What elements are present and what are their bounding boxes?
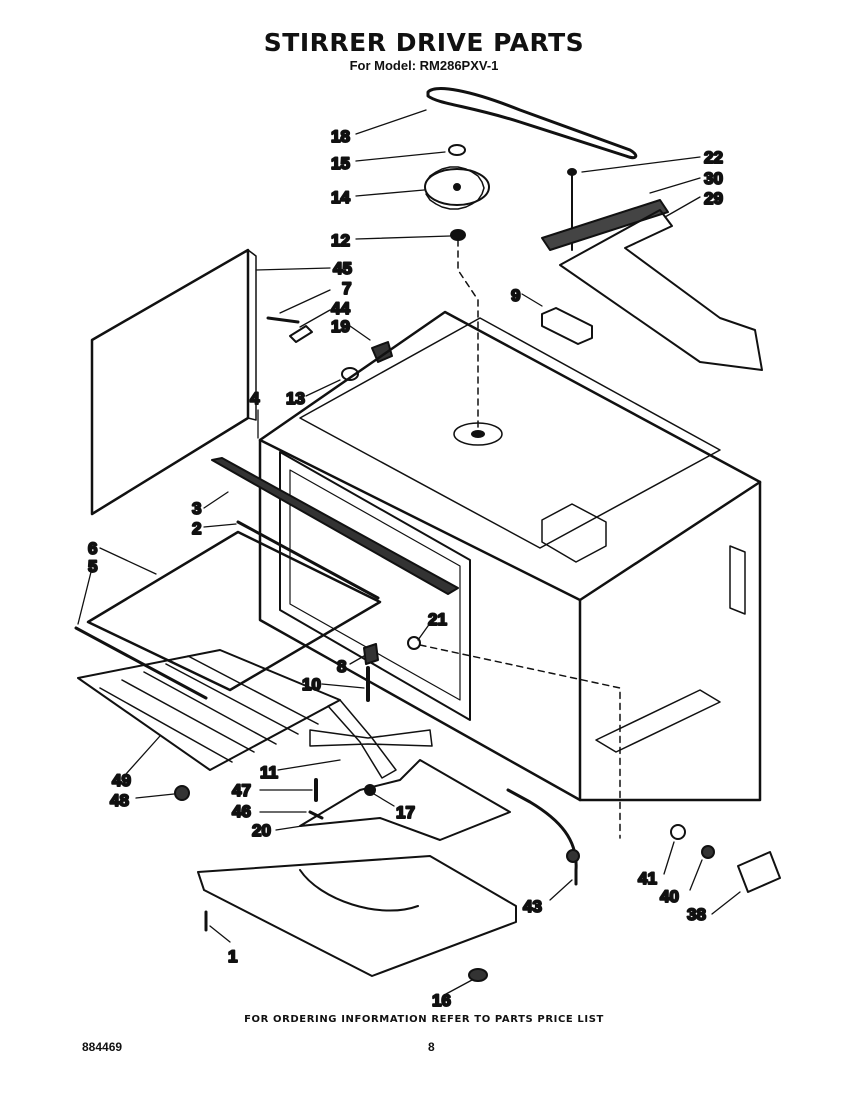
callout-45: 45: [333, 259, 352, 278]
bracket-part-44: [289, 325, 313, 343]
nut-part-41: [670, 824, 686, 840]
callout-17: 17: [396, 803, 415, 822]
callout-43: 43: [523, 897, 542, 916]
center-line: [457, 239, 479, 431]
washer-part-12: [450, 229, 466, 241]
block-part-9: [541, 307, 593, 345]
stirrer-gear-part-14: [424, 166, 490, 210]
callout-30: 30: [704, 169, 723, 188]
callout-11: 11: [260, 763, 278, 782]
ordering-note: FOR ORDERING INFORMATION REFER TO PARTS …: [244, 1014, 604, 1025]
callout-38: 38: [687, 905, 706, 924]
callout-13: 13: [286, 389, 305, 408]
callout-46: 46: [232, 802, 251, 821]
callout-41: 41: [638, 869, 657, 888]
callout-7: 7: [342, 279, 351, 298]
switch-part-19: [371, 341, 393, 363]
callout-10: 10: [302, 675, 321, 694]
callout-21: 21: [428, 610, 447, 629]
callout-47: 47: [232, 781, 251, 800]
side-panel-part-45: [90, 248, 250, 516]
channel-part-2: [236, 520, 380, 600]
callout-15: 15: [331, 154, 350, 173]
callout-2: 2: [192, 519, 201, 538]
callout-48: 48: [110, 791, 129, 810]
lamp-part-13: [341, 367, 359, 381]
callout-3: 3: [192, 499, 201, 518]
callout-20: 20: [252, 821, 271, 840]
washer-part-40: [701, 845, 715, 859]
foot-part-16: [468, 968, 488, 982]
callout-18: 18: [331, 127, 350, 146]
stirrer-blade-part-11: [309, 699, 433, 779]
callout-19: 19: [331, 317, 350, 336]
page-number: 8: [428, 1040, 435, 1054]
screw-part-7: [266, 316, 300, 324]
channel-part-3: [211, 457, 459, 595]
switch-part-38: [737, 851, 781, 893]
belt-part-18: [426, 87, 638, 160]
bracket-part-29: [559, 209, 763, 371]
callout-40: 40: [660, 887, 679, 906]
callout-49: 49: [112, 771, 131, 790]
callout-29: 29: [704, 189, 723, 208]
callout-12: 12: [331, 231, 350, 250]
callout-5: 5: [88, 557, 97, 576]
clip-part-15: [448, 144, 466, 156]
model-subtitle: For Model: RM286PXV-1: [349, 58, 499, 73]
cover-plate-part-1: [197, 855, 517, 977]
page-title: STIRRER DRIVE PARTS: [263, 28, 585, 57]
leader-lines: [77, 109, 741, 995]
terminal-strip-part-30: [541, 199, 669, 251]
callout-6: 6: [88, 539, 97, 558]
document-number: 884469: [82, 1040, 123, 1054]
bearing-part-8: [363, 643, 379, 665]
callout-16: 16: [432, 991, 451, 1010]
callout-14: 14: [331, 188, 350, 207]
rod-part-5: [74, 626, 208, 700]
screw-part-48: [174, 785, 190, 801]
callout-9: 9: [511, 286, 520, 305]
callout-4: 4: [250, 389, 260, 408]
callout-44: 44: [331, 299, 350, 318]
callout-8: 8: [337, 657, 346, 676]
pin-part-46: [308, 810, 324, 820]
callout-1: 1: [228, 947, 237, 966]
nut-part-21: [407, 636, 421, 650]
probe-part-43: [506, 788, 578, 886]
rack-part-49: [77, 649, 341, 771]
tray-part-6: [86, 530, 382, 692]
callout-22: 22: [704, 148, 723, 167]
bottom-housing-part-20: [299, 759, 511, 841]
oven-cavity: [258, 310, 762, 802]
